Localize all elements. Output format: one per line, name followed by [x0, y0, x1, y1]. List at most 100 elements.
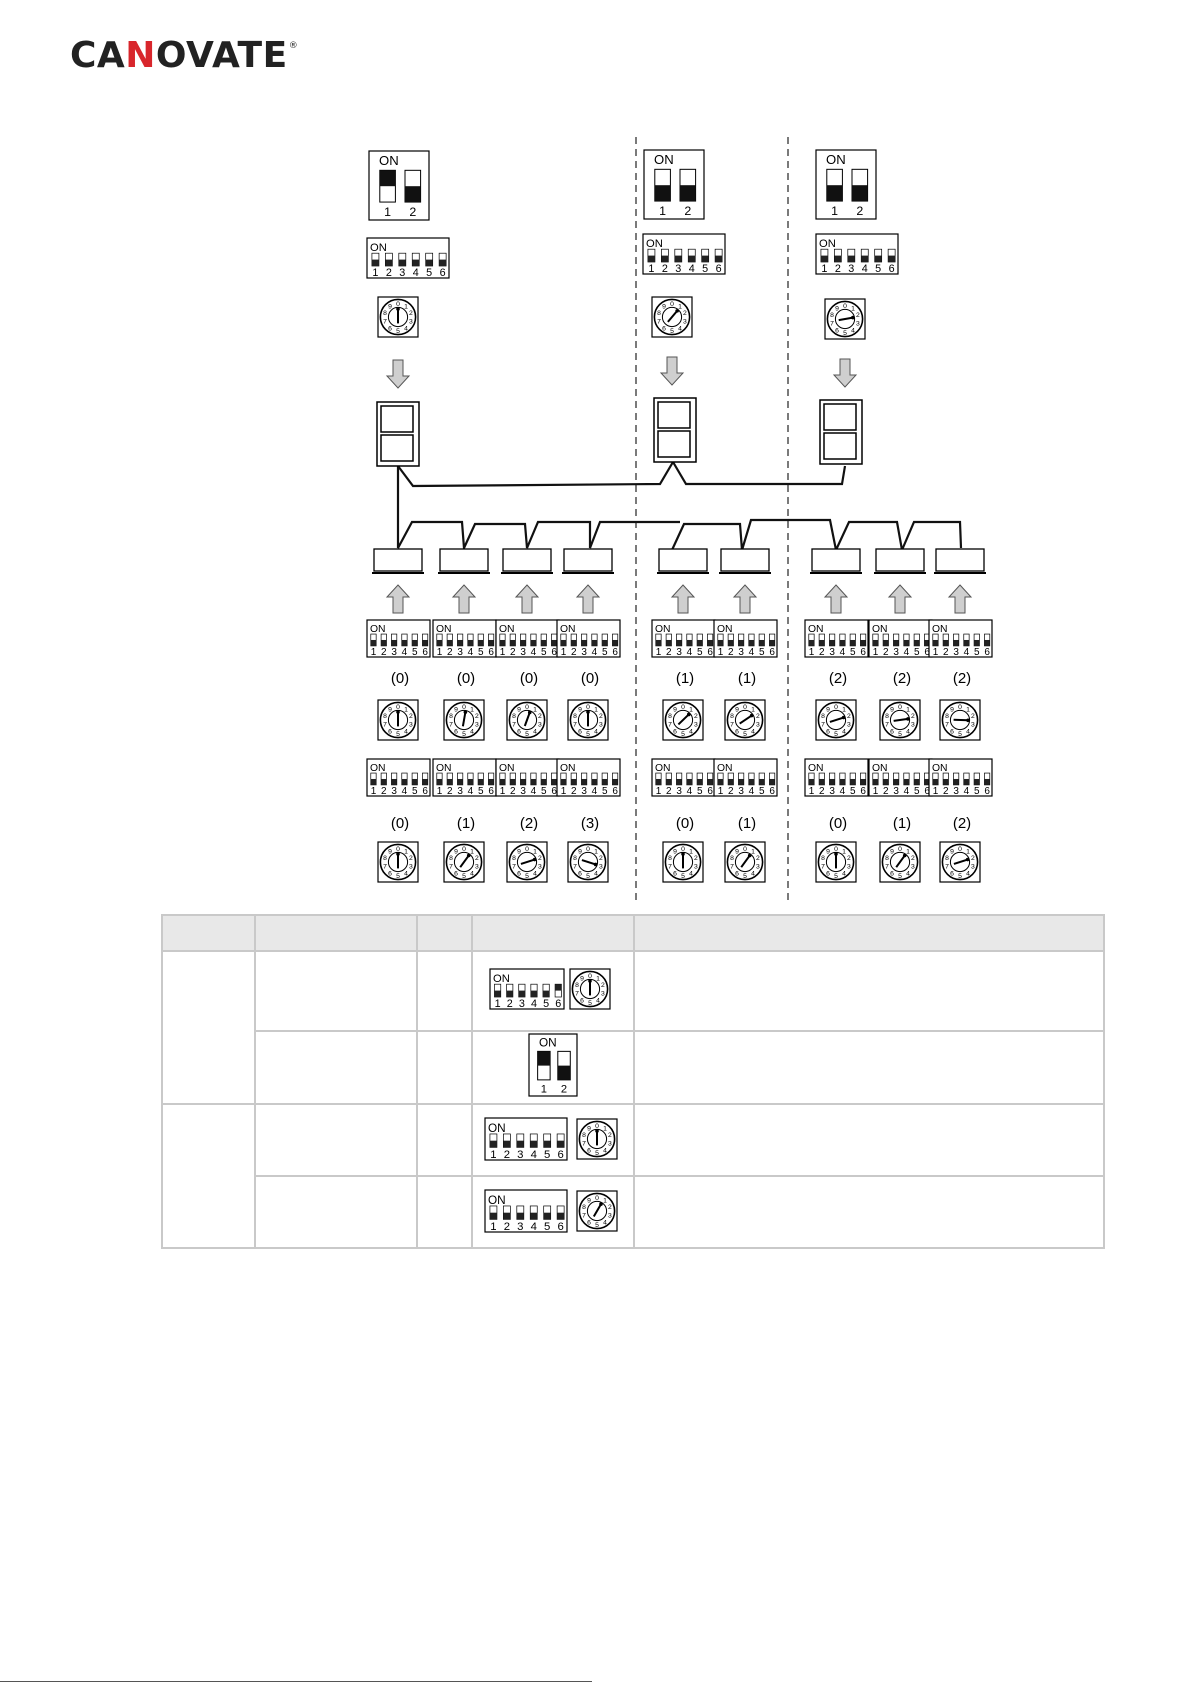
dip-slot	[489, 1133, 498, 1148]
rotary-digit: 9	[673, 706, 677, 713]
rotary-digit: 8	[383, 855, 387, 862]
arrow-shape	[732, 584, 758, 614]
dip-lever	[688, 255, 696, 262]
rotary-digit: 9	[735, 848, 739, 855]
rotary-digit: 0	[462, 704, 466, 711]
dip-lever	[591, 778, 598, 785]
rotary-digit: 4	[906, 870, 910, 877]
rotary-digit: 8	[512, 713, 516, 720]
dip-lever	[808, 639, 815, 646]
dip-number: 1	[437, 647, 443, 658]
rotary-digit: 5	[898, 731, 902, 738]
dip-lever	[769, 639, 775, 646]
dip-on-label: ON	[560, 763, 576, 774]
rotary-digit: 7	[885, 864, 889, 871]
rotary-pointer-tip	[675, 309, 679, 313]
dip-number: 2	[409, 205, 416, 219]
rotary-pointer	[459, 854, 470, 868]
dip-number: 3	[391, 786, 397, 797]
rotary-digit: 8	[885, 713, 889, 720]
dip-number: 4	[402, 647, 408, 658]
down-arrow-icon	[659, 356, 685, 386]
dip-slot	[516, 1205, 525, 1220]
dip-number: 4	[687, 786, 693, 797]
rotary-pointer	[523, 712, 531, 727]
rotary-digit: 0	[681, 704, 685, 711]
table-header-cell	[254, 914, 418, 952]
dip-number: 6	[557, 1148, 563, 1160]
dip-lever	[412, 259, 420, 266]
dip-number: 2	[504, 1148, 510, 1160]
dip-lever	[697, 639, 703, 646]
dip-lever	[488, 778, 494, 785]
dip-number: 3	[738, 786, 744, 797]
rotary-pointer-tip	[834, 852, 838, 856]
rotary-digit: 2	[756, 855, 760, 862]
dip-number: 1	[490, 1220, 496, 1232]
dip-number: 1	[500, 786, 506, 797]
rotary-digit: 7	[512, 864, 516, 871]
dip-number: 2	[510, 647, 516, 658]
rotary-digit: 4	[751, 728, 755, 735]
dip-number: 2	[381, 786, 387, 797]
address-label: (0)	[676, 815, 694, 832]
rotary-pointer-tip	[396, 307, 400, 311]
dip-lever	[520, 639, 526, 646]
dip-number: 4	[531, 1148, 537, 1160]
dip-number: 2	[561, 1083, 567, 1095]
rotary-digit: 8	[582, 1132, 586, 1139]
rotary-digit: 4	[966, 870, 970, 877]
dip-lever	[903, 778, 910, 785]
rotary-digit: 6	[578, 728, 582, 735]
dip-switch-body	[868, 619, 933, 658]
dip-number: 1	[648, 263, 654, 275]
table-cell	[633, 1103, 1105, 1177]
rotary-digit: 7	[668, 864, 672, 871]
dip-lever	[701, 255, 709, 262]
dip-lever	[555, 983, 562, 991]
dip-slot	[556, 1205, 565, 1220]
dip-slot	[516, 1133, 525, 1148]
rotary-digit: 6	[673, 728, 677, 735]
rotary-digit: 0	[958, 846, 962, 853]
dip-lever	[883, 639, 889, 646]
rotary-digit: 8	[730, 855, 734, 862]
dip-number: 3	[399, 267, 405, 279]
address-label: (2)	[953, 670, 971, 687]
dip-number: 2	[819, 786, 825, 797]
rotary-digit: 6	[587, 1219, 591, 1226]
dip-switch-body	[366, 619, 431, 658]
dip-on-label: ON	[436, 763, 452, 774]
rotary-digit: 2	[475, 713, 479, 720]
address-label: (1)	[676, 670, 694, 687]
dip-number: 4	[531, 1220, 537, 1232]
rotary-digit: 4	[470, 728, 474, 735]
rotary-digit: 7	[449, 864, 453, 871]
rotary-digit: 1	[404, 303, 408, 310]
rotary-digit: 1	[470, 848, 474, 855]
dip-lever	[820, 255, 828, 262]
rotary-digit: 5	[681, 731, 685, 738]
dip-lever	[543, 1212, 551, 1219]
rotary-digit: 4	[751, 870, 755, 877]
rotary-digit: 0	[843, 303, 847, 310]
dip-on-label: ON	[655, 763, 671, 774]
dip-lever	[932, 639, 939, 646]
rotary-digit: 4	[404, 325, 408, 332]
dip-lever	[447, 778, 453, 785]
rotary-digit: 3	[409, 319, 413, 326]
dip-number: 3	[581, 647, 587, 658]
table-cell	[633, 1030, 1105, 1105]
dip-number: 4	[402, 786, 408, 797]
controller-slot-bottom	[380, 434, 414, 462]
rotary-digit: 9	[454, 848, 458, 855]
dip-number: 5	[697, 786, 703, 797]
rotary-digit: 9	[587, 1197, 591, 1204]
